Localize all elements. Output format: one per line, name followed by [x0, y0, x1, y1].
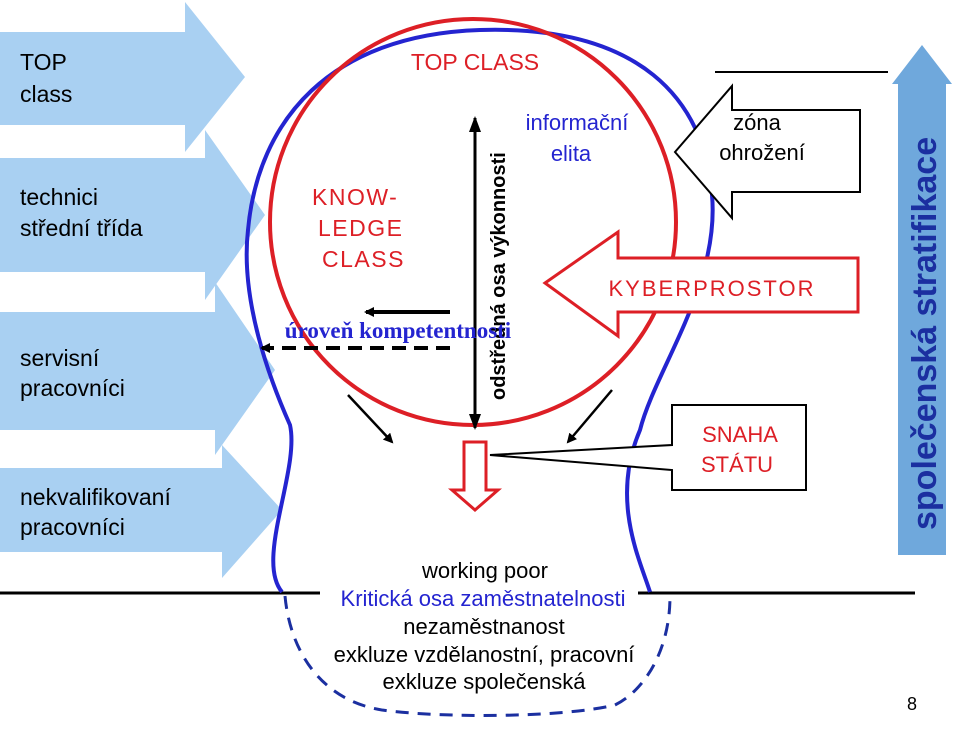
diagonal-arrow-left — [347, 394, 394, 444]
critical-axis-label: Kritická osa zaměstnatelnosti — [341, 586, 626, 611]
exclusion-social-label: exkluze společenská — [382, 669, 586, 694]
snaha-statu-callout — [489, 404, 807, 491]
info-elite-1: informační — [526, 110, 629, 135]
working-poor-label: working poor — [421, 558, 548, 583]
info-elite-2: elita — [551, 141, 592, 166]
knowledge-circle — [268, 17, 678, 427]
arrow-technici — [0, 130, 265, 300]
threat-zone-1: zóna — [733, 110, 781, 135]
blue-bulb-outline — [244, 27, 715, 594]
label-servisni-2: pracovníci — [20, 375, 125, 401]
stratification-arrow — [892, 45, 952, 555]
left-arrow-labels: TOP class technici střední třída servisn… — [20, 49, 171, 540]
lower-labels: working poor Kritická osa zaměstnatelnos… — [334, 558, 635, 694]
threat-zone-label: zóna ohrožení — [719, 110, 805, 165]
label-nekval-1: nekvalifikovaní — [20, 484, 171, 510]
vertical-axis-arrowhead-top — [469, 116, 481, 132]
left-arrows — [0, 2, 282, 578]
label-servisni-1: servisní — [20, 345, 100, 371]
exclusion-edu-label: exkluze vzdělanostní, pracovní — [334, 642, 635, 667]
knowledge-class-label: KNOW- LEDGE CLASS — [312, 184, 405, 272]
label-nekval-2: pracovníci — [20, 514, 125, 540]
arrow-top-class — [0, 2, 245, 152]
label-technici-1: technici — [20, 184, 98, 210]
label-top-class-1: TOP — [20, 49, 67, 75]
label-top-class-2: class — [20, 81, 72, 107]
top-class-label: TOP CLASS — [411, 49, 539, 75]
info-elite-label: informační elita — [526, 110, 629, 166]
kyberprostor-arrow — [542, 229, 860, 339]
vertical-axis-label: odstředná osa výkonnosti — [488, 152, 510, 400]
threat-zone-2: ohrožení — [719, 140, 805, 165]
zona-ohrozeni-arrow — [673, 83, 861, 221]
vertical-axis-arrowhead-bottom — [469, 414, 481, 430]
arrow-nekvalifikovani — [0, 445, 282, 578]
state-effort-2: STÁTU — [701, 452, 773, 477]
state-effort-1: SNAHA — [702, 422, 778, 447]
stratification-label: společenská stratifikace — [906, 137, 944, 530]
unemployment-label: nezaměstnanost — [403, 614, 564, 639]
knowledge-line-1: KNOW- — [312, 184, 398, 210]
lower-dashed-bulb — [283, 595, 672, 717]
diagonal-arrow-right — [566, 389, 613, 444]
state-effort-label: SNAHA STÁTU — [701, 422, 778, 477]
page-number: 8 — [907, 694, 917, 714]
arrow-servisni — [0, 282, 275, 455]
kyberprostor-label: KYBERPROSTOR — [609, 276, 816, 301]
label-technici-2: střední třída — [20, 215, 143, 241]
knowledge-line-2: LEDGE — [318, 215, 403, 241]
down-red-arrow — [447, 440, 503, 512]
competence-level-label: úroveň kompetentnosti — [285, 318, 512, 343]
knowledge-line-3: CLASS — [322, 246, 405, 272]
